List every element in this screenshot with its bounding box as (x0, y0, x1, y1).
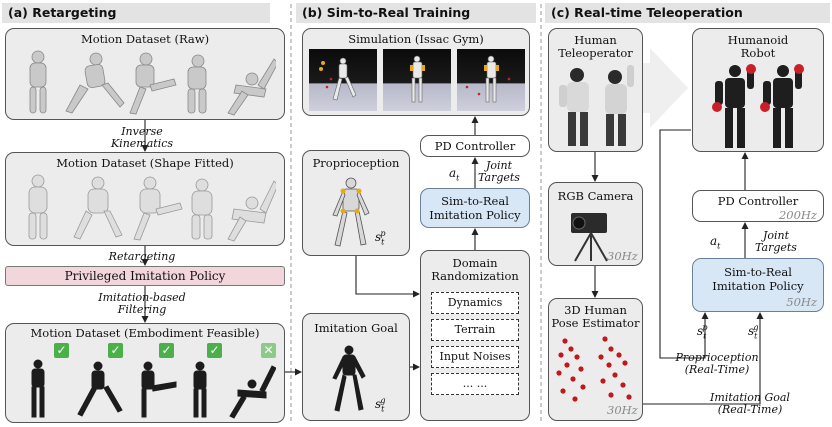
domain-randomization-title-2: Randomization (431, 269, 519, 283)
feasible-robot-figures (31, 359, 276, 419)
inverse-kinematics-label-2: Kinematics (110, 137, 174, 150)
domain-randomization-title-1: Domain (452, 256, 498, 270)
teleop-policy-label-2: Imitation Policy (712, 279, 804, 293)
privileged-imitation-policy-label: Privileged Imitation Policy (64, 269, 226, 283)
cross-icon: ✕ (261, 343, 276, 358)
imitation-goal-realtime-2: (Real-Time) (717, 403, 783, 416)
proprioception-box: Proprioception stp (302, 150, 410, 256)
training-pd-controller-label: PD Controller (434, 139, 516, 153)
teleop-joint-targets-2: Targets (755, 241, 797, 254)
camera-frequency: 30Hz (607, 249, 638, 263)
section-header-teleoperation: (c) Real-time Teleoperation (545, 3, 830, 23)
training-policy-box: Sim-to-Real Imitation Policy (420, 188, 530, 228)
pose-keypoints-plot (556, 336, 632, 402)
teleop-policy-label-1: Sim-to-Real (724, 265, 792, 279)
proprioception-realtime-2: (Real-Time) (684, 363, 750, 376)
pd-controller-frequency: 200Hz (778, 208, 817, 222)
imitation-goal-title: Imitation Goal (314, 321, 398, 335)
dr-item-dynamics: Dynamics (431, 292, 519, 314)
proprioception-robot-figure (332, 177, 370, 247)
camera-icon (571, 213, 608, 262)
section-header-retargeting: (a) Retargeting (2, 3, 270, 23)
check-icon: ✓ (108, 343, 123, 358)
shape-fitted-figures (28, 174, 276, 242)
teleop-pd-controller-label: PD Controller (717, 194, 799, 208)
dr-item-terrain: Terrain (431, 319, 519, 341)
check-icon: ✓ (54, 343, 69, 358)
simulation-title: Simulation (Issac Gym) (348, 32, 484, 46)
proprioception-title: Proprioception (312, 156, 400, 170)
training-joint-targets-2: Targets (478, 171, 520, 184)
human-teleoperator-title-2: Teleoperator (558, 46, 633, 60)
teleop-state-g-symbol: stg (748, 323, 759, 341)
pose-estimator-box: 3D Human Pose Estimator 30Hz (548, 298, 643, 421)
proprioception-realtime-1: Proprioception (675, 351, 759, 364)
check-icon: ✓ (159, 343, 174, 358)
training-action-symbol: at (449, 166, 460, 183)
imitation-goal-robot-figure (332, 345, 366, 412)
proprioception-state-symbol: stp (375, 229, 386, 247)
imitation-goal-box: Imitation Goal stg (302, 313, 410, 421)
privileged-imitation-policy-box: Privileged Imitation Policy (5, 266, 285, 286)
section-header-sim-to-real: (b) Sim-to-Real Training (296, 3, 536, 23)
policy-frequency: 50Hz (786, 295, 817, 309)
human-teleoperator-photo (559, 65, 634, 146)
pose-frequency: 30Hz (607, 403, 638, 417)
inverse-kinematics-label-1: Inverse (121, 125, 163, 138)
dr-item-input-noises: Input Noises (431, 346, 519, 368)
raw-motion-dataset-title: Motion Dataset (Raw) (80, 32, 210, 46)
imitation-goal-state-symbol: stg (375, 396, 386, 414)
imitation-goal-realtime-1: Imitation Goal (710, 391, 790, 404)
training-pd-controller-box: PD Controller (420, 135, 530, 157)
teleop-pd-controller-box: PD Controller 200Hz (692, 190, 824, 222)
shape-fitted-dataset-title: Motion Dataset (Shape Fitted) (56, 156, 234, 170)
teleop-action-symbol: at (710, 234, 721, 251)
pose-estimator-title-1: 3D Human (564, 303, 627, 317)
training-policy-label-1: Sim-to-Real (441, 194, 509, 208)
humanoid-robot-photo (712, 64, 804, 148)
domain-randomization-box: Domain Randomization Dynamics Terrain In… (420, 250, 530, 421)
rgb-camera-title: RGB Camera (557, 189, 634, 203)
teleop-policy-box: Sim-to-Real Imitation Policy 50Hz (692, 258, 824, 312)
retargeting-label: Retargeting (108, 250, 176, 263)
feasible-dataset-box: Motion Dataset (Embodiment Feasible) ✓ ✓… (5, 323, 285, 423)
training-joint-targets-1: Joint (485, 159, 513, 172)
human-teleoperator-title-1: Human (574, 33, 617, 47)
feasible-dataset-title: Motion Dataset (Embodiment Feasible) (30, 326, 260, 340)
filtering-label-2: Filtering (117, 303, 167, 316)
check-icon: ✓ (207, 343, 222, 358)
simulation-box: Simulation (Issac Gym) (302, 28, 530, 116)
training-policy-label-2: Imitation Policy (429, 208, 521, 222)
simulation-frames (309, 49, 525, 111)
humanoid-robot-title-2: Robot (740, 46, 776, 60)
rgb-camera-box: RGB Camera 30Hz (548, 182, 643, 266)
shape-fitted-dataset-box: Motion Dataset (Shape Fitted) (5, 152, 285, 246)
filtering-label-1: Imitation-based (98, 291, 186, 304)
teleop-joint-targets-1: Joint (762, 229, 790, 242)
human-teleoperator-box: Human Teleoperator (548, 28, 643, 152)
dr-item-more: ... ... (431, 373, 519, 395)
pose-estimator-title-2: Pose Estimator (551, 316, 640, 330)
raw-motion-figures (29, 50, 276, 116)
humanoid-robot-title-1: Humanoid (727, 33, 789, 47)
raw-motion-dataset-box: Motion Dataset (Raw) (5, 28, 285, 120)
humanoid-robot-box: Humanoid Robot (692, 28, 824, 152)
